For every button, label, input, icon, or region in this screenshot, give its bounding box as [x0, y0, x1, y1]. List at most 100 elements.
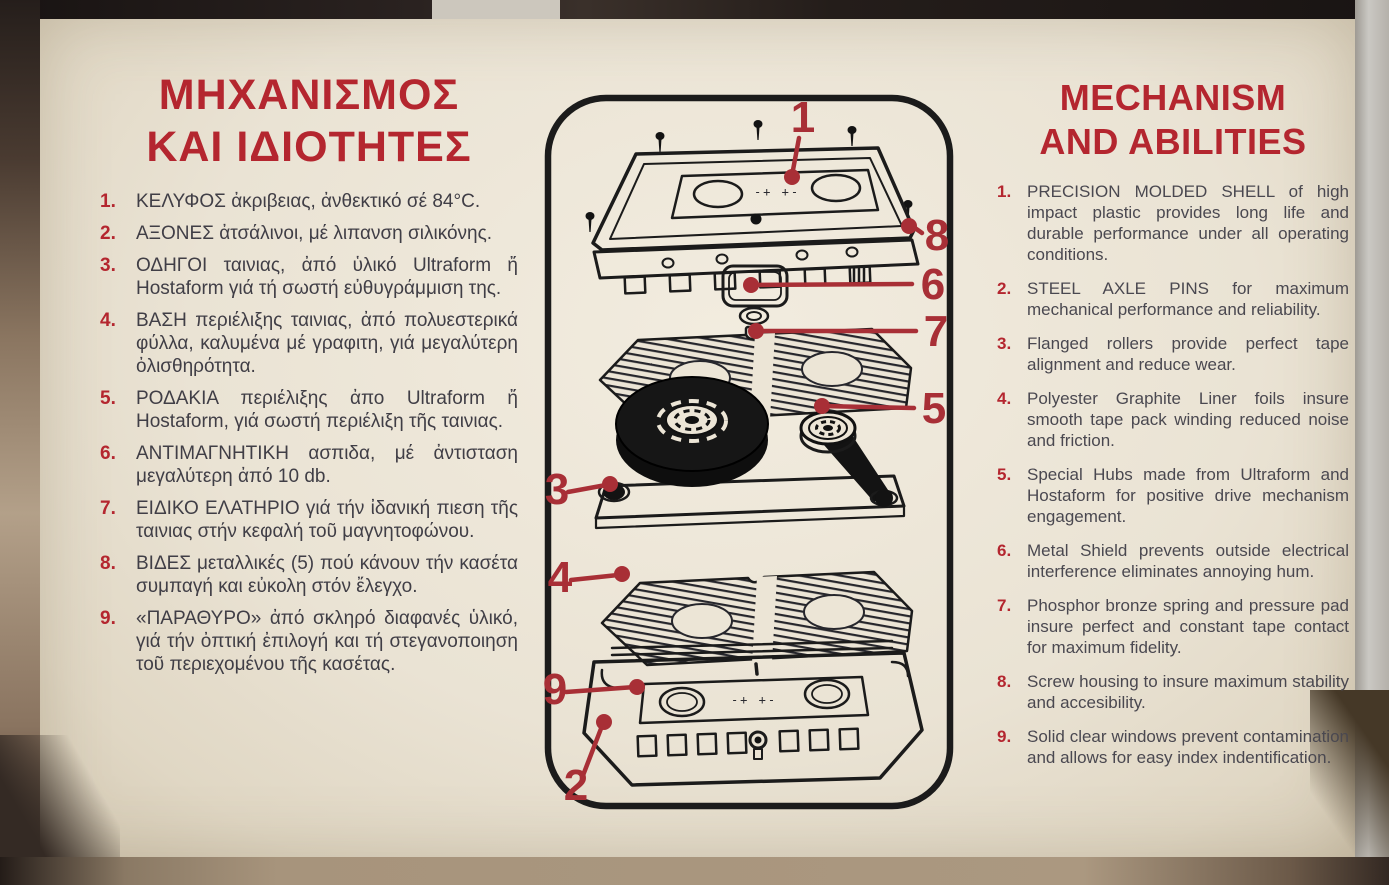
case-top-edge: [0, 0, 1389, 19]
callout-6-line: [748, 281, 915, 288]
callout-1-label: 1: [791, 93, 815, 142]
callout-3-label: 3: [545, 465, 569, 514]
item-number: 8.: [997, 671, 1012, 691]
item-text: ΚΕΛΥΦΟΣ ἀκριβειας, ἀνθεκτικό σέ 84°C.: [136, 191, 481, 213]
callout-8-dot: [901, 218, 917, 234]
top-shell: -+ +-: [591, 146, 920, 295]
list-item: 4. Polyester Graphite Liner foils insure …: [997, 388, 1349, 451]
item-number: 3.: [100, 255, 116, 277]
callout-7-label: 7: [924, 307, 948, 356]
screws: [585, 120, 913, 232]
item-text: Flanged rollers provide perfect tape ali…: [1027, 333, 1349, 374]
list-item: 8. ΒΙΔΕΣ μεταλλικές (5) πού κάνουν τήν κα…: [100, 552, 518, 598]
list-item: 3. ΟΔΗΓΟΙ ταινιας, ἀπό ὑλικό Ultraform ἤ …: [100, 254, 518, 300]
callout-5-label: 5: [922, 384, 946, 433]
item-number: 6.: [100, 443, 116, 465]
callout-2-line: [579, 723, 605, 781]
item-text: ΕΙΔΙΚΟ ΕΛΑΤΗΡΙΟ γιά τήν ἰδανική πιεση τῆ…: [136, 498, 518, 543]
case-hinge-highlight: [432, 0, 560, 19]
item-text: ΟΔΗΓΟΙ ταινιας, ἀπό ὑλικό Ultraform ἤ Ho…: [136, 255, 518, 300]
list-item: 3. Flanged rollers provide perfect tape a…: [997, 333, 1349, 375]
callout-1-line: [790, 135, 802, 173]
diagram-frame: [544, 94, 954, 810]
item-text: Screw housing to insure maximum stabilit…: [1027, 671, 1349, 712]
list-item: 9. Solid clear windows prevent contaminat…: [997, 726, 1349, 768]
item-text: Metal Shield prevents outside electrical…: [1027, 540, 1349, 581]
case-corner-bottom-right: [1310, 690, 1389, 885]
item-text: Phosphor bronze spring and pressure pad …: [1027, 595, 1349, 657]
item-number: 4.: [997, 388, 1012, 408]
callout-2-label: 2: [564, 761, 588, 810]
list-item: 7. Phosphor bronze spring and pressure pa…: [997, 595, 1349, 658]
cassette-exploded-diagram: -+ +-: [540, 88, 964, 820]
hub-marks-top: -+ +-: [754, 185, 800, 199]
item-text: ΒΙΔΕΣ μεταλλικές (5) πού κάνουν τήν κασέ…: [136, 553, 518, 598]
greek-title-line2: ΚΑΙ ΙΔΙΟΤΗΤΕΣ: [146, 122, 472, 171]
english-title: MECHANISM AND ABILITIES: [997, 76, 1349, 164]
item-number: 6.: [997, 540, 1012, 560]
item-number: 2.: [997, 278, 1012, 298]
item-number: 7.: [100, 498, 116, 520]
item-number: 2.: [100, 223, 116, 245]
callout-4-label: 4: [548, 553, 573, 602]
item-number: 4.: [100, 310, 116, 332]
item-number: 9.: [997, 726, 1012, 746]
item-text: ΑΞΟΝΕΣ ἀτσάλινοι, μέ λιπανση σιλικόνης.: [136, 223, 493, 245]
list-item: 1. ΚΕΛΥΦΟΣ ἀκριβειας, ἀνθεκτικό σέ 84°C.: [100, 190, 518, 213]
english-column: MECHANISM AND ABILITIES 1. PRECISION MOLD…: [997, 76, 1349, 781]
item-text: ΒΑΣΗ περιέλιξης ταινιας, ἀπό πολυεστερικ…: [136, 310, 518, 378]
item-text: «ΠΑΡΑΘΥΡΟ» ἀπό σκληρό διαφανές ὑλικό, γι…: [136, 608, 518, 676]
list-item: 6. ΑΝΤΙΜΑΓΝΗΤΙΚΗ ασπιδα, μέ ἀντισταση μεγ…: [100, 442, 518, 488]
flanged-roller-right: [869, 489, 899, 507]
greek-items: 1.ΚΕΛΥΦΟΣ ἀκριβειας, ἀνθεκτικό σέ 84°C. …: [100, 190, 518, 676]
list-item: 2. STEEL AXLE PINS for maximum mechanical…: [997, 278, 1349, 320]
item-number: 1.: [100, 191, 116, 213]
item-number: 3.: [997, 333, 1012, 353]
item-number: 5.: [997, 464, 1012, 484]
callout-9-line: [563, 684, 638, 695]
callout-8-line: [912, 225, 925, 236]
callout-5-line: [819, 403, 917, 411]
list-item: 2. ΑΞΟΝΕΣ ἀτσάλινοι, μέ λιπανση σιλικόνης…: [100, 222, 518, 245]
item-text: ΑΝΤΙΜΑΓΝΗΤΙΚΗ ασπιδα, μέ ἀντισταση μεγαλ…: [136, 443, 518, 488]
callout-1-dot: [784, 169, 800, 185]
item-text: PRECISION MOLDED SHELL of high impact pl…: [1027, 181, 1349, 264]
list-item: 9. «ΠΑΡΑΘΥΡΟ» ἀπό σκληρό διαφανές ὑλικό, …: [100, 607, 518, 676]
english-items: 1. PRECISION MOLDED SHELL of high impact …: [997, 181, 1349, 768]
list-item: 6. Metal Shield prevents outside electric…: [997, 540, 1349, 582]
item-number: 7.: [997, 595, 1012, 615]
callout-4-dot: [614, 566, 630, 582]
item-text: Special Hubs made from Ultraform and Hos…: [1027, 464, 1349, 526]
bottom-shell: -+ +-: [582, 639, 924, 787]
greek-title-line1: ΜΗΧΑΝΙΣΜΟΣ: [158, 71, 460, 119]
item-text: Solid clear windows prevent contaminatio…: [1027, 726, 1349, 767]
greek-column: ΜΗΧΑΝΙΣΜΟΣ ΚΑΙ ΙΔΙΟΤΗΤΕΣ 1. ΚΕΛΥΦΟΣ ἀκριβ…: [100, 70, 518, 685]
item-text: Polyester Graphite Liner foils insure sm…: [1027, 388, 1349, 450]
callouts: 1 8 6 7 5 3 4: [543, 93, 949, 810]
list-item: 4. ΒΑΣΗ περιέλιξης ταινιας, ἀπό πολυεστερ…: [100, 309, 518, 378]
callout-3-line: [565, 482, 609, 495]
list-item: 8. Screw housing to insure maximum stabil…: [997, 671, 1349, 713]
list-item: 7. ΕΙΔΙΚΟ ΕΛΑΤΗΡΙΟ γιά τήν ἰδανική πιεση …: [100, 497, 518, 543]
callout-3-dot: [602, 476, 618, 492]
hub-marks-bottom: -+ +-: [731, 693, 777, 707]
callout-9-label: 9: [543, 665, 567, 714]
item-number: 9.: [100, 608, 116, 630]
tape-reel-assembly: [594, 376, 906, 530]
list-item: 5. ΡΟΔΑΚΙΑ περιέλιξης ἀπο Ultraform ἤ Hos…: [100, 387, 518, 433]
item-text: STEEL AXLE PINS for maximum mechanical p…: [1027, 278, 1349, 319]
item-number: 1.: [997, 181, 1012, 201]
callout-8-label: 8: [925, 211, 949, 260]
list-item: 5. Special Hubs made from Ultraform and H…: [997, 464, 1349, 527]
case-bottom-edge: [0, 857, 1389, 885]
callout-4-line: [568, 572, 621, 583]
item-text: ΡΟΔΑΚΙΑ περιέλιξης ἀπο Ultraform ἤ Hosta…: [136, 388, 518, 433]
item-number: 5.: [100, 388, 116, 410]
english-title-line2: AND ABILITIES: [1039, 120, 1307, 162]
greek-title: ΜΗΧΑΝΙΣΜΟΣ ΚΑΙ ΙΔΙΟΤΗΤΕΣ: [100, 70, 518, 173]
item-number: 8.: [100, 553, 116, 575]
callout-6-label: 6: [921, 260, 945, 309]
callout-2-dot: [596, 714, 612, 730]
english-title-line1: MECHANISM: [1059, 77, 1287, 118]
